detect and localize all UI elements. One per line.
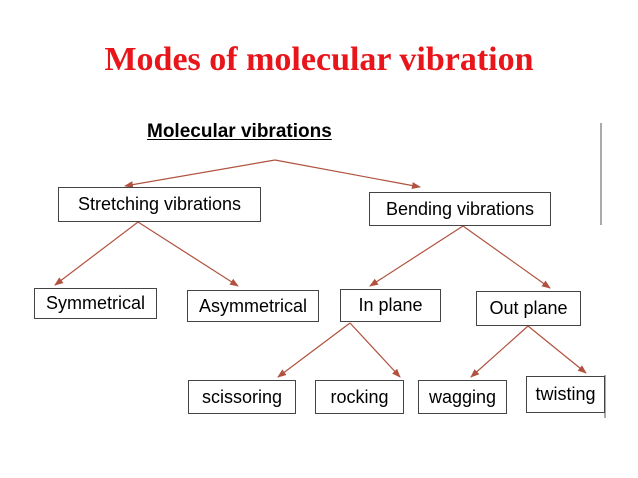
node-bending-vibrations: Bending vibrations	[369, 192, 551, 226]
page-title: Modes of molecular vibration	[104, 41, 534, 78]
edge-root-to-bending	[274, 159, 421, 189]
node-symmetrical: Symmetrical	[34, 288, 157, 319]
node-twisting: twisting	[526, 376, 605, 413]
node-asymmetrical: Asymmetrical	[187, 290, 319, 322]
diagram-heading: Molecular vibrations	[147, 121, 332, 142]
node-in-plane: In plane	[340, 289, 441, 322]
edge-stretching-to-symmetrical	[54, 221, 139, 286]
edge-outplane-to-wagging	[470, 325, 529, 378]
edge-inplane-to-scissoring	[277, 322, 351, 378]
edge-inplane-to-rocking	[349, 322, 401, 378]
node-wagging: wagging	[418, 380, 507, 414]
edge-outplane-to-twisting	[527, 325, 587, 374]
node-out-plane: Out plane	[476, 291, 581, 326]
node-rocking: rocking	[315, 380, 404, 414]
node-stretching-vibrations: Stretching vibrations	[58, 187, 261, 222]
node-scissoring: scissoring	[188, 380, 296, 414]
edge-bending-to-outplane	[462, 225, 551, 289]
edge-bending-to-inplane	[369, 225, 464, 287]
edge-root-to-stretching	[124, 159, 276, 189]
edge-stretching-to-asymmetrical	[137, 221, 239, 287]
